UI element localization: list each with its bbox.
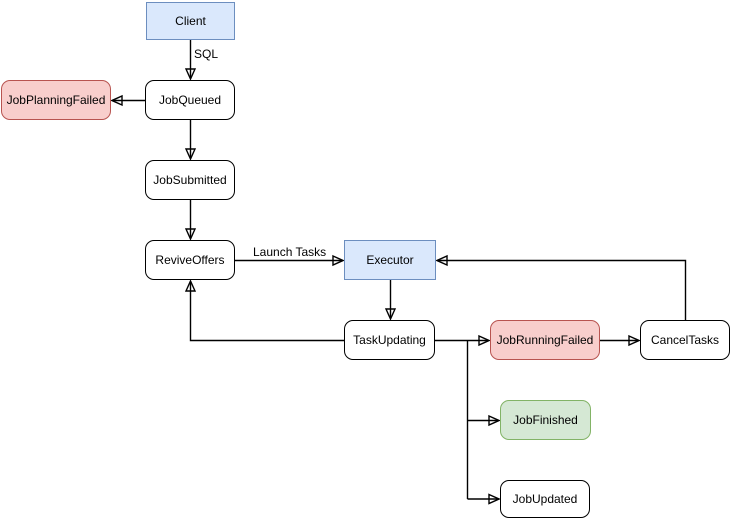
node-client: Client	[146, 2, 235, 40]
edge-canceltasks-executor	[437, 261, 687, 320]
node-executor: Executor	[344, 240, 436, 280]
node-cancel-tasks: CancelTasks	[640, 320, 730, 360]
node-job-submitted: JobSubmitted	[145, 160, 235, 200]
edge-label-sql: SQL	[193, 47, 220, 61]
node-task-updating: TaskUpdating	[344, 320, 435, 360]
edge-taskupdating-reviveoffers	[191, 281, 344, 342]
node-job-running-failed: JobRunningFailed	[490, 320, 600, 360]
node-job-queued: JobQueued	[145, 80, 235, 120]
node-job-finished: JobFinished	[500, 400, 591, 440]
node-revive-offers: ReviveOffers	[145, 240, 235, 280]
edge-label-launch-tasks: Launch Tasks	[252, 245, 328, 259]
node-job-updated: JobUpdated	[500, 480, 590, 518]
node-job-planning-failed: JobPlanningFailed	[1, 80, 111, 120]
